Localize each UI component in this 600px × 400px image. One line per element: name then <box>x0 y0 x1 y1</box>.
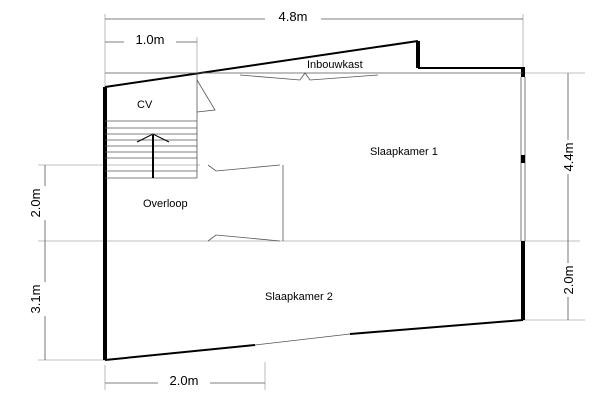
room-label-slaapkamer-1: Slaapkamer 1 <box>370 146 438 158</box>
room-label-inbouwkast: Inbouwkast <box>307 59 363 71</box>
staircase <box>105 120 197 179</box>
dimension-bottom: 2.0m <box>170 373 199 388</box>
room-label-overloop: Overloop <box>143 198 188 210</box>
dimension-left-upper: 2.0m <box>28 189 43 218</box>
dimension-right-upper: 4.4m <box>561 143 576 172</box>
dimension-top-total: 4.8m <box>279 9 308 24</box>
guide-lines <box>38 14 585 390</box>
walls <box>103 40 526 361</box>
dimension-left-lower: 3.1m <box>28 285 43 314</box>
dimension-top-stairs: 1.0m <box>136 32 165 47</box>
room-label-slaapkamer-2: Slaapkamer 2 <box>265 291 333 303</box>
doors <box>196 72 379 242</box>
stair-arrow-icon <box>136 133 170 178</box>
dimension-right-lower: 2.0m <box>561 266 576 295</box>
room-label-cv: CV <box>137 99 153 111</box>
dimension-lines <box>44 18 569 384</box>
